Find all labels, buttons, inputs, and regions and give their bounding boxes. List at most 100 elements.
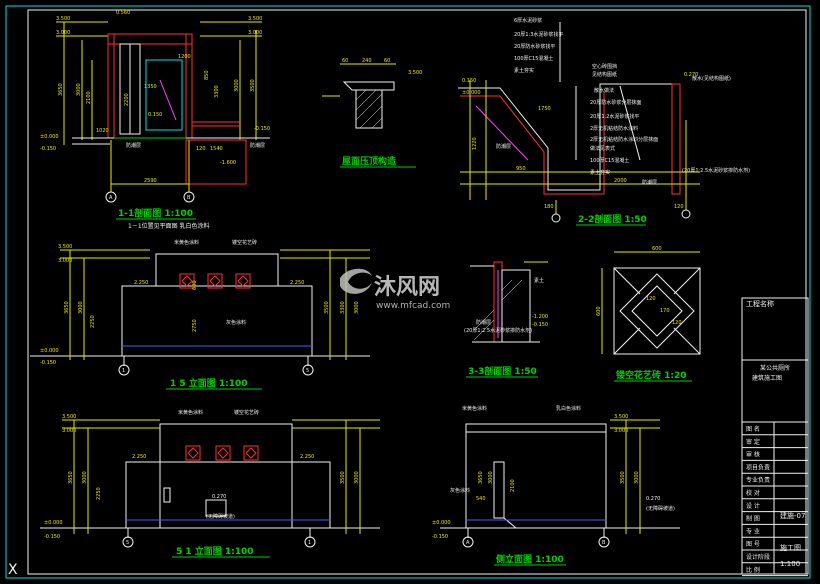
callout-7: 做法见表式 <box>590 145 615 152</box>
label-damp: 防潮层 <box>476 319 491 326</box>
callout-4: 20厚1:2水泥砂浆找平 <box>590 113 639 120</box>
lvl-side-m150: -0.150 <box>432 534 448 540</box>
callout-5: 2厚无机粘结防水涂料 <box>590 125 638 132</box>
lvl-2250-l: 2.250 <box>134 280 148 286</box>
label-side-beige: 米黄色涂料 <box>462 405 487 412</box>
label-brick-lattice-b: 镂空花艺砖 <box>234 409 259 416</box>
title-roof-detail: 屋面压顶构造 <box>342 155 397 167</box>
brick-window-5 <box>215 445 231 461</box>
dim-e15-0: 3650 <box>64 301 70 314</box>
axis-bubble-a <box>105 191 117 203</box>
title-brick-detail: 镂空花艺砖 1:20 <box>616 369 687 381</box>
dim-side-5: 3000 <box>634 471 640 484</box>
dim-3500: 3500 <box>250 79 256 92</box>
callout-12: 防潮层 <box>642 179 657 186</box>
lvl-3000-l: 3.000 <box>58 258 72 264</box>
brick-window-4 <box>185 445 201 461</box>
title-block-row-label: 专 业 <box>746 527 760 535</box>
dim-2-2-2: 0.270 <box>684 72 698 78</box>
callout-3: 20厚防水砂浆分层抹面 <box>590 99 641 106</box>
axis-label-a: A <box>109 195 113 201</box>
side-elevation[interactable]: A B 米黄色涂料 乳白色涂料 灰色涂料 0.270 (无障碍坡道) 3.500… <box>432 405 680 566</box>
level-m150: -0.150 <box>40 146 56 152</box>
dim-120: 120 <box>196 146 206 152</box>
lvl-3500-l: 3.500 <box>58 244 72 250</box>
dim-3300: 3300 <box>214 85 220 98</box>
dim-0560: 0.560 <box>116 10 130 16</box>
brick-window-6 <box>243 445 259 461</box>
note-section-1-1: 1－1位置见平面图 乳白色涂料 <box>128 222 210 230</box>
title-side-elevation: 侧立面图 1:100 <box>496 553 564 565</box>
dim-e15-7: 2750 <box>192 319 198 332</box>
dim-e15-1: 3000 <box>78 301 84 314</box>
dim-3000-r: 3000 <box>234 79 240 92</box>
lvl-3000-b: 3.000 <box>62 428 76 434</box>
dim-e15-4: 3300 <box>340 301 346 314</box>
label-grey-paint: 灰色涂料 <box>226 319 246 326</box>
label-damp-2: 防潮层 <box>250 142 265 149</box>
watermark-url: www.mfcad.com <box>376 301 450 311</box>
dim-1020: 1020 <box>96 128 109 134</box>
lvl-3500-b: 3.500 <box>62 414 76 420</box>
roof-coping-detail[interactable]: 60 240 60 3.500 屋面压顶构造 <box>322 58 422 168</box>
dim-2100: 2100 <box>86 91 92 104</box>
title-block-row-label: 图 名 <box>746 425 760 433</box>
callout-1: 见结构图纸 <box>592 71 617 78</box>
label-0270-b: 0.270 <box>212 494 226 500</box>
elevation-1-5[interactable]: 1 5 米黄色涂料 镂空花艺砖 灰色涂料 3.500 3.000 2.250 2… <box>30 239 370 390</box>
axis-bubble-5 <box>302 364 314 376</box>
dim-1200: 1200 <box>178 54 191 60</box>
brick-dim-a: 120 <box>646 296 656 302</box>
dim-e51-1: 3000 <box>82 471 88 484</box>
axis-side-a: A <box>466 540 470 546</box>
title-section-3-3: 3-3剖面图 1:50 <box>468 365 537 377</box>
level-top-r: 3.500 <box>248 16 262 22</box>
level-m150-r: -0.150 <box>254 126 270 132</box>
elevation-5-1[interactable]: 5 1 米黄色涂料 镂空花艺砖 0.270 (无障碍坡道) 3.500 3.00… <box>40 409 380 558</box>
dim-roof-60b: 60 <box>384 58 390 64</box>
level-3000: 3.000 <box>56 30 70 36</box>
label-mortar: (20厚1:2.5水泥砂浆掺防水剂) <box>464 327 532 334</box>
label-beige-paint-b: 米黄色涂料 <box>178 409 203 416</box>
dim-0150: 0.150 <box>148 112 162 118</box>
dim-e51-0: 3650 <box>68 471 74 484</box>
lvl-2250-br: 2.250 <box>300 454 314 460</box>
dim-2-2-4: 1750 <box>538 106 551 112</box>
callout-0: 空心砖围挡 <box>592 63 617 70</box>
layer-2: 20厚防水砂浆找平 <box>514 43 555 50</box>
level-m1600: -1.600 <box>220 160 236 166</box>
lattice-brick-detail[interactable]: 600 600 120 170 120 镂空花艺砖 1:20 <box>596 246 701 382</box>
axis-1: 1 <box>122 368 125 374</box>
axis-bubble-b <box>183 191 195 203</box>
dim-e51-3: 3500 <box>340 471 346 484</box>
callout-8: 100厚C15混凝土 <box>590 157 629 164</box>
layer-0: 6厚水泥砂浆 <box>514 17 542 24</box>
axis-5: 5 <box>306 368 309 374</box>
dim-e15-5: 3000 <box>354 301 360 314</box>
dim-roof-240: 240 <box>362 58 372 64</box>
axis-bubble-1 <box>118 364 130 376</box>
tb-sub2: 建筑施工图 <box>752 374 782 382</box>
dim-side-1: 3000 <box>488 471 494 484</box>
axis-side-b: B <box>602 540 606 546</box>
dim-side-2: 2100 <box>510 479 516 492</box>
lvl-side-3000: 3.000 <box>614 428 628 434</box>
title-block-row-label: 图 号 <box>746 541 760 548</box>
dim-3650: 3650 <box>58 83 64 96</box>
section-1-1[interactable]: A B 2590 3.500 3.000 ±0.000 -0.150 -0.15… <box>40 10 270 230</box>
level-roof: 3.500 <box>408 70 422 76</box>
dim-2-2-3: 1220 <box>472 137 478 150</box>
dim-1540: 1540 <box>210 146 223 152</box>
section-3-3[interactable]: 素土 防潮层 (20厚1:2.5水泥砂浆掺防水剂) -1.200 -0.150 … <box>464 261 548 378</box>
level-zero: ±0.000 <box>40 134 59 140</box>
dim-2200: 2200 <box>124 93 130 106</box>
title-block-row-label: 审 定 <box>746 438 760 446</box>
dim-2-2-1: ±0.000 <box>462 90 481 96</box>
callout-13: (20厚1:2.5水泥砂浆掺防水剂) <box>682 167 750 174</box>
section-2-2[interactable]: 6厚水泥砂浆 20厚1:3水泥砂浆找平 20厚防水砂浆找平 100厚C15混凝土… <box>458 17 750 226</box>
title-block-row-label: 审 核 <box>746 451 760 459</box>
title-block-row-label: 校 对 <box>746 489 760 497</box>
